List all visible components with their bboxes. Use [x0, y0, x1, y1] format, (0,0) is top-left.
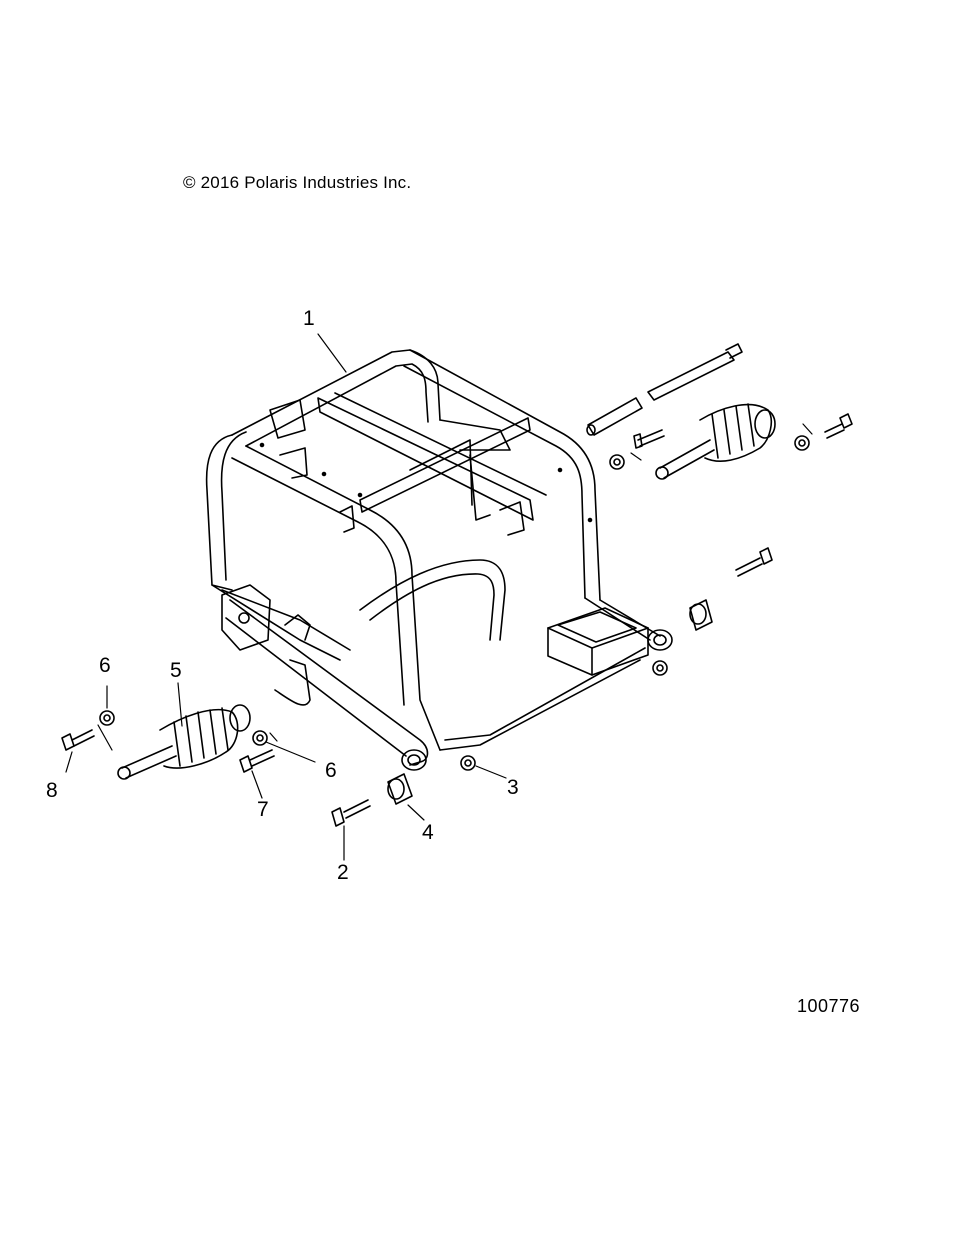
pivot-rod	[647, 343, 743, 401]
callout-5: 5	[170, 659, 182, 682]
leader-lines	[65, 333, 813, 861]
callout-2: 2	[337, 861, 349, 884]
copyright-text: © 2016 Polaris Industries Inc.	[183, 173, 412, 192]
bolt-lower-right	[735, 547, 773, 577]
frame-assembly	[205, 349, 673, 771]
bolt-upper-right	[824, 413, 853, 439]
nut-lower-mid-6	[252, 730, 268, 746]
nut-upper-mid	[609, 454, 625, 470]
nut-lower-3	[460, 755, 476, 771]
callout-6-mid: 6	[325, 759, 337, 782]
bushing-lower-right	[689, 599, 713, 631]
spacer-tube	[586, 397, 643, 436]
callout-1: 1	[303, 307, 315, 330]
nut-upper-right	[794, 435, 810, 451]
bolt-lower-left-8	[61, 729, 95, 751]
shock-absorber-upper	[655, 403, 776, 480]
bushing-lower-4	[387, 773, 413, 805]
callout-8: 8	[46, 779, 58, 802]
nut-lower-left-6	[99, 710, 115, 726]
callout-3: 3	[507, 776, 519, 799]
figure-number: 100776	[797, 996, 861, 1016]
callout-7: 7	[257, 798, 269, 821]
callout-6-left: 6	[99, 654, 111, 677]
shock-absorber-lower	[117, 704, 251, 780]
nut-lower-right	[652, 660, 668, 676]
callout-labels: 1 2 3 4 5 6 6 7 8	[46, 307, 519, 884]
bolt-upper-mid	[633, 429, 665, 449]
bolt-lower-2	[331, 799, 371, 827]
bolt-lower-7	[239, 749, 275, 773]
callout-4: 4	[422, 821, 434, 844]
